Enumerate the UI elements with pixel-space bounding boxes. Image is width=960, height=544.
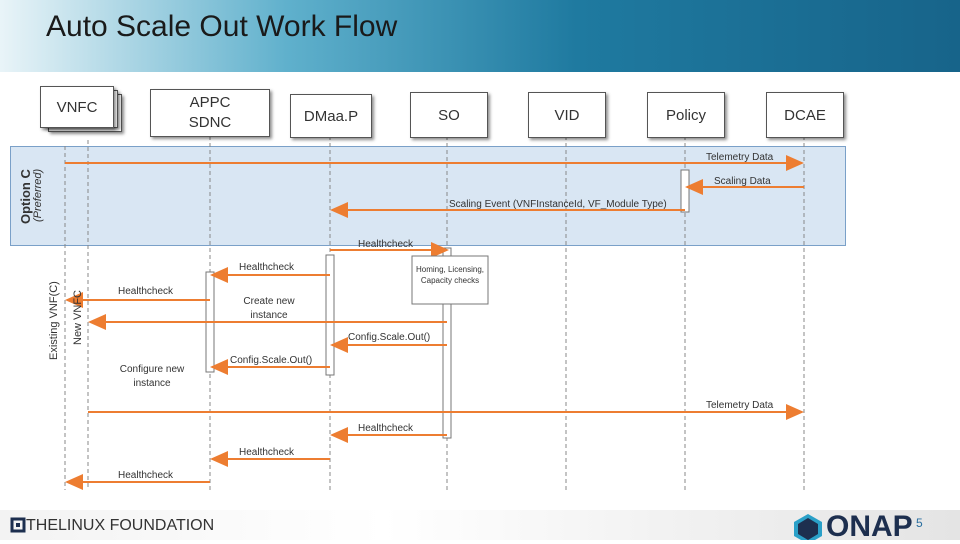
vnfc-label: VNFC: [56, 98, 98, 116]
linux-foundation-logo: THELINUX FOUNDATION: [26, 517, 215, 534]
msg-config-scaleout-2: Config.Scale.Out(): [230, 355, 313, 366]
participant-so: SO: [410, 92, 488, 138]
new-vnfc-label: New VNFC: [72, 289, 84, 345]
msg-healthcheck-5: Healthcheck: [239, 447, 295, 458]
option-preferred-label: (Preferred): [32, 168, 44, 222]
msg-create-instance: Create new instance: [243, 296, 295, 321]
participant-vid: VID: [528, 92, 606, 138]
dmaap-label: DMaa.P: [303, 107, 359, 125]
msg-healthcheck-2: Healthcheck: [239, 262, 295, 273]
msg-config-scaleout-1: Config.Scale.Out(): [348, 332, 431, 343]
participant-dcae: DCAE: [766, 92, 844, 138]
page-title: Auto Scale Out Work Flow: [46, 10, 398, 43]
page-number: 5: [916, 516, 923, 530]
msg-telemetry-2: Telemetry Data: [706, 400, 774, 411]
msg-healthcheck-3: Healthcheck: [118, 286, 174, 297]
participant-dmaap: DMaa.P: [290, 94, 372, 138]
vid-label: VID: [554, 106, 580, 124]
msg-scaling-event: Scaling Event (VNFInstanceId, VF_Module …: [449, 199, 667, 210]
participant-appc-sdnc: APPC SDNC: [150, 89, 270, 137]
participant-policy: Policy: [647, 92, 725, 138]
msg-telemetry-1: Telemetry Data: [706, 152, 774, 163]
msg-configure-instance: Configure new instance: [119, 364, 185, 389]
msg-healthcheck-4: Healthcheck: [358, 423, 414, 434]
activation-dmaap: [325, 254, 335, 376]
msg-healthcheck-6: Healthcheck: [118, 470, 174, 481]
so-label: SO: [438, 106, 460, 124]
existing-vnf-label: Existing VNF(C): [48, 281, 60, 360]
msg-healthcheck-1: Healthcheck: [358, 239, 414, 250]
onap-logo: ONAP: [826, 510, 913, 543]
homing-box: [411, 255, 489, 305]
dcae-label: DCAE: [784, 106, 826, 124]
activation-policy: [680, 169, 690, 213]
msg-scaling-data: Scaling Data: [714, 176, 771, 187]
participant-vnfc: VNFC: [40, 86, 114, 128]
msg-homing: Homing, Licensing, Capacity checks: [415, 265, 485, 285]
appc-sdnc-label: APPC SDNC: [188, 94, 232, 131]
option-c-label: Option C: [18, 169, 33, 224]
title-band: [0, 0, 960, 72]
policy-label: Policy: [665, 106, 706, 124]
